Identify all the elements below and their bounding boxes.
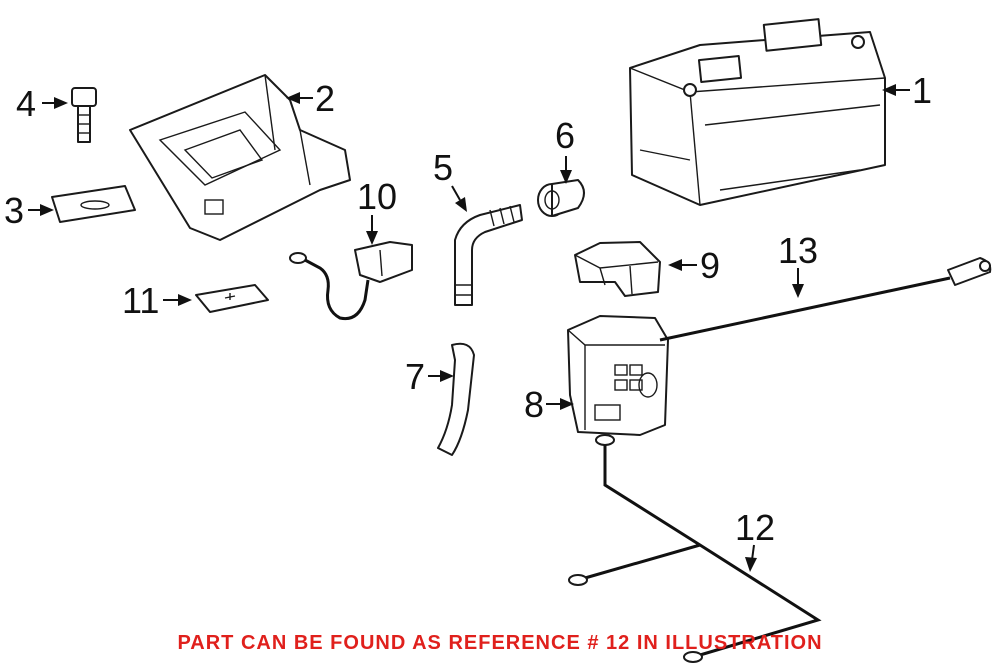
part-vent-hose[interactable]	[454, 204, 523, 306]
callout-12: 12	[735, 507, 775, 548]
callout-5: 5	[433, 147, 453, 188]
reference-note: PART CAN BE FOUND AS REFERENCE # 12 IN I…	[177, 632, 823, 654]
part-sensor-cable[interactable]	[659, 257, 992, 342]
callout-3: 3	[4, 190, 24, 231]
callout-11: 11	[122, 280, 159, 321]
leader-lines	[28, 84, 910, 572]
part-bracket[interactable]	[51, 185, 136, 223]
part-fuse-box[interactable]	[567, 315, 669, 446]
callout-2: 2	[315, 78, 335, 119]
callout-13: 13	[778, 230, 818, 271]
part-bolt[interactable]	[71, 87, 97, 143]
part-wiring-harness[interactable]	[568, 445, 822, 663]
part-ground-cable[interactable]	[289, 241, 413, 321]
callout-10: 10	[357, 176, 397, 217]
part-battery-tray[interactable]	[129, 74, 351, 241]
part-battery[interactable]	[629, 18, 886, 206]
part-plug[interactable]	[537, 179, 585, 217]
part-terminal-cap[interactable]	[195, 284, 269, 313]
callout-1: 1	[912, 70, 932, 111]
callout-numbers: 1 2 3 4 5 6 7 8 9 10 11 12 13	[4, 70, 932, 548]
callout-6: 6	[555, 115, 575, 156]
callout-8: 8	[524, 384, 544, 425]
part-terminal-cover[interactable]	[574, 241, 661, 297]
callout-9: 9	[700, 245, 720, 286]
callout-4: 4	[16, 83, 36, 124]
part-drain-hose[interactable]	[437, 342, 475, 456]
callout-7: 7	[405, 356, 425, 397]
